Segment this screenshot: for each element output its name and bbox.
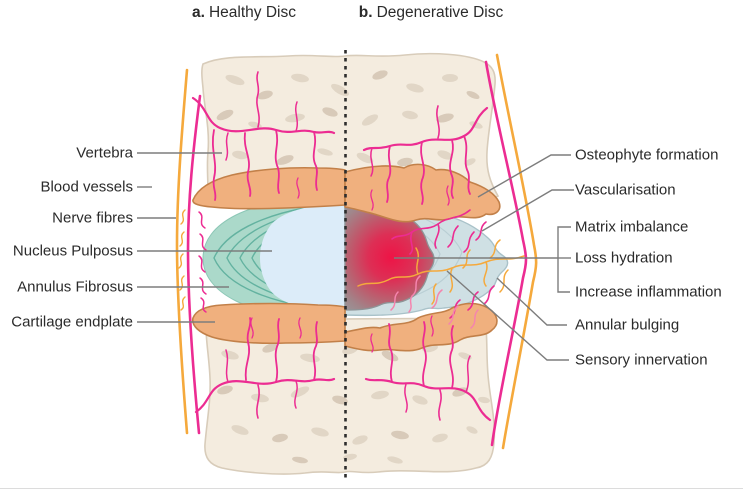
degenerative-disc bbox=[344, 194, 509, 317]
label-annulus-fibrosus: Annulus Fibrosus bbox=[17, 278, 133, 296]
panel-b-letter: b. bbox=[358, 4, 373, 21]
disc-edge-vessel-endings bbox=[198, 211, 207, 313]
label-loss-hydration: Loss hydration bbox=[575, 249, 673, 267]
endplate-bottom-healthy bbox=[191, 302, 346, 345]
label-vertebra: Vertebra bbox=[76, 144, 133, 162]
label-increase-inflammation: Increase inflammation bbox=[575, 283, 722, 301]
label-sensory-innervation: Sensory innervation bbox=[575, 351, 708, 369]
label-matrix-imbalance: Matrix imbalance bbox=[575, 218, 689, 236]
label-nucleus-pulposus: Nucleus Pulposus bbox=[12, 242, 133, 260]
panel-b-title: b.Degenerative Disc bbox=[359, 4, 503, 22]
sensory-innervation-fibres bbox=[390, 275, 479, 329]
panel-a-label: Healthy Disc bbox=[208, 4, 296, 21]
nerve-fibre-endings bbox=[178, 209, 186, 311]
label-annular-bulging: Annular bulging bbox=[575, 316, 680, 334]
panel-a-title: a.Healthy Disc bbox=[192, 4, 296, 22]
panel-a-letter: a. bbox=[192, 4, 205, 21]
leader-lines bbox=[137, 152, 574, 361]
endplate-bottom-degenerative bbox=[344, 302, 498, 352]
vascularisation-ingrowth bbox=[391, 209, 495, 319]
label-vascularisation: Vascularisation bbox=[575, 181, 676, 199]
vertebra-bottom bbox=[204, 317, 496, 475]
nerve-ingrowth bbox=[357, 239, 525, 305]
blood-vessels bbox=[191, 71, 492, 422]
label-osteophyte-formation: Osteophyte formation bbox=[575, 146, 719, 164]
nucleus-pulposus bbox=[260, 203, 345, 313]
healthy-disc bbox=[202, 194, 346, 318]
label-nerve-fibres: Nerve fibres bbox=[52, 209, 133, 227]
bone-speckles-bottom bbox=[217, 343, 490, 464]
label-blood-vessels: Blood vessels bbox=[40, 178, 133, 196]
panel-b-label: Degenerative Disc bbox=[376, 4, 504, 21]
label-cartilage-endplate: Cartilage endplate bbox=[11, 313, 133, 331]
outer-lines bbox=[175, 53, 538, 450]
